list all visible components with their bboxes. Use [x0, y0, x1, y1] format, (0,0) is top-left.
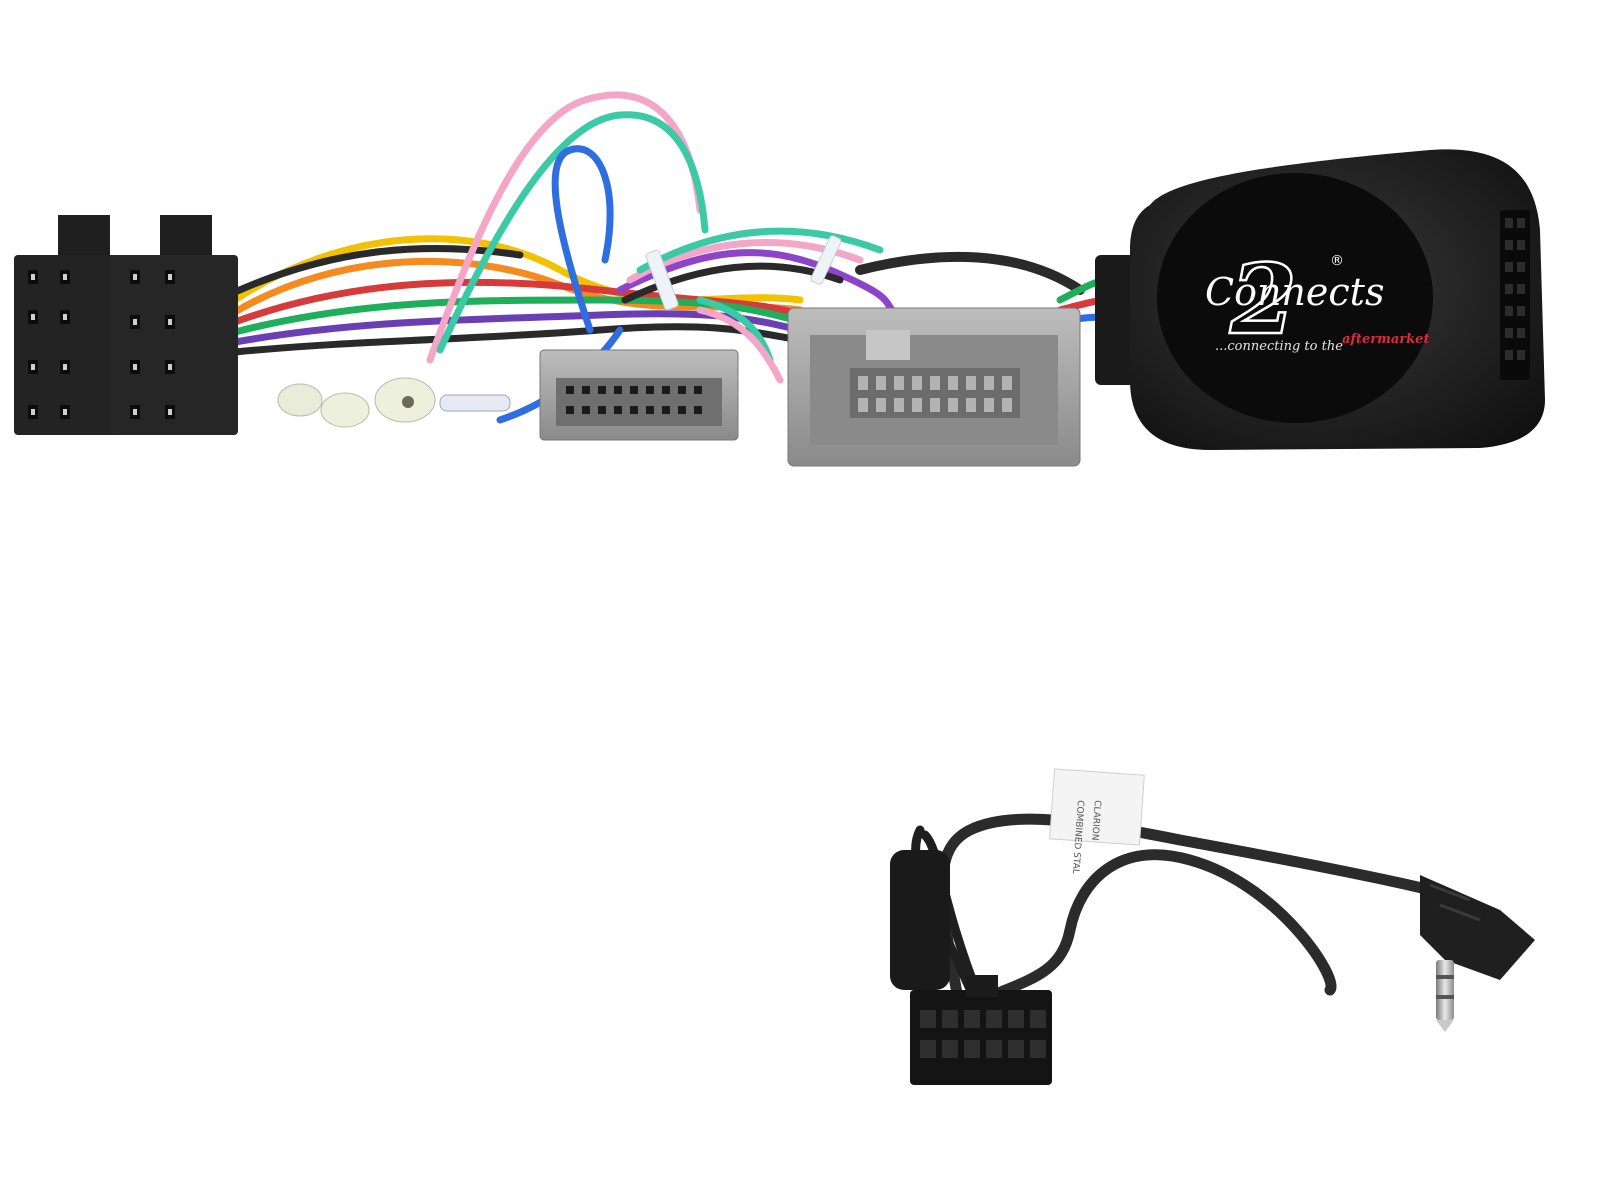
logo-tagline-emphasis: aftermarket — [1342, 332, 1429, 347]
molex-plug — [910, 975, 1052, 1085]
velcro-wrap — [890, 850, 950, 990]
iso-connector — [14, 215, 238, 435]
logo-script: Connects — [1205, 270, 1384, 314]
logo-numeral: 2 — [1229, 243, 1297, 356]
vehicle-connector-large — [787, 307, 1081, 467]
cable-label-line1: CLARION — [1089, 800, 1102, 841]
bullet-terminals — [277, 377, 511, 428]
audio-jack-plug — [1420, 875, 1535, 1032]
logo-tagline-prefix: ...connecting to the — [1215, 339, 1343, 354]
cable-tie — [645, 235, 842, 311]
cable-label-tag: CLARION COMBINED STAL — [1049, 768, 1145, 874]
logo-registered-mark: ® — [1330, 253, 1344, 269]
brand-logo: 2 Connects ® ...connecting to the afterm… — [1205, 242, 1429, 358]
interface-module — [1095, 149, 1545, 450]
vehicle-connector-small — [539, 349, 739, 441]
